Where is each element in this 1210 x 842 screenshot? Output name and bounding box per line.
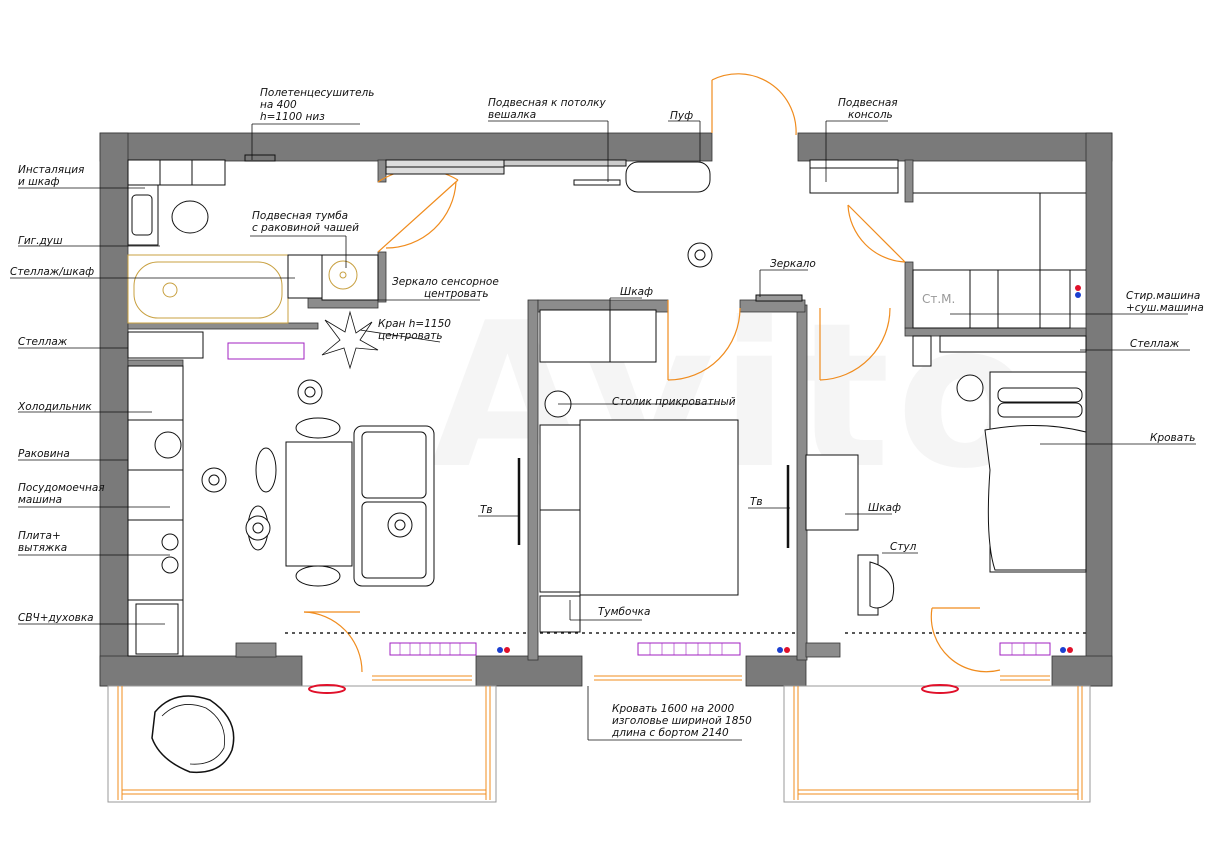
washer-short-label: Ст.М.	[922, 292, 956, 306]
mirror-sensor-label: Зеркало сенсорное центровать	[392, 276, 499, 300]
rack-cabinet-label: Стеллаж/шкаф	[10, 266, 95, 278]
installation-label: Инсталяция и шкаф	[18, 164, 85, 188]
faucet-label: Кран h=1150 центровать	[378, 318, 451, 342]
bedroom-2	[805, 371, 1087, 616]
wall-bottom-1	[99, 655, 303, 687]
towel-dryer-label: Полетенцесушитель на 400 h=1100 низ	[260, 87, 375, 123]
balconies	[107, 675, 1091, 803]
hyg-shower-label: Гиг.душ	[18, 235, 63, 247]
radiator-valves	[497, 285, 1081, 653]
bedside-table-label: Столик прикроватный	[612, 396, 736, 408]
microwave-label: СВЧ+духовка	[18, 612, 94, 624]
hallway	[573, 159, 899, 302]
radiators	[227, 342, 1051, 656]
tv-left-label: Тв	[480, 504, 493, 516]
vent-right	[921, 684, 959, 694]
wall-left	[99, 132, 129, 687]
wardrobe-top-label: Шкаф	[620, 286, 653, 298]
leader-lines	[10, 120, 1196, 741]
washer-dryer-label: Стир.машина +суш.машина	[1126, 290, 1204, 314]
bathroom	[127, 154, 627, 324]
ceiling-hanger-label: Подвесная к потолку вешалка	[488, 97, 606, 121]
wall-top-right	[797, 132, 1113, 162]
wall-right	[1085, 132, 1113, 687]
vent-left	[308, 684, 346, 694]
mirror-label: Зеркало	[770, 258, 816, 270]
wall-bottom-2	[475, 655, 583, 687]
wall-top-left	[99, 132, 713, 162]
rack-right-label: Стеллаж	[1130, 338, 1180, 350]
doors	[303, 73, 1001, 673]
bed-note-label: Кровать 1600 на 2000 изголовье шириной 1…	[612, 703, 752, 739]
plant	[321, 310, 379, 370]
walls	[99, 132, 1113, 687]
tv-right-label: Тв	[750, 496, 763, 508]
nightstand-label: Тумбочка	[598, 606, 651, 618]
bed-label: Кровать	[1150, 432, 1196, 444]
wardrobe-right-label: Шкаф	[868, 502, 901, 514]
console-label: Подвесная консоль	[838, 97, 898, 121]
sink-label: Раковина	[18, 448, 70, 460]
wall-bottom-4	[1051, 655, 1113, 687]
stove-label: Плита+ вытяжка	[18, 530, 68, 554]
balcony-chair	[151, 695, 235, 774]
fridge-label: Холодильник	[18, 401, 92, 413]
people	[201, 242, 713, 541]
pouf-label: Пуф	[670, 110, 694, 122]
kitchen	[127, 331, 435, 657]
bedroom-1	[517, 309, 790, 633]
vanity-label: Подвесная тумба с раковиной чашей	[252, 210, 359, 234]
wall-bottom-3	[745, 655, 807, 687]
rack-left-label: Стеллаж	[18, 336, 68, 348]
laundry	[912, 192, 1087, 367]
chair-label: Стул	[890, 541, 917, 553]
dishwasher-label: Посудомоечная машина	[18, 482, 105, 506]
